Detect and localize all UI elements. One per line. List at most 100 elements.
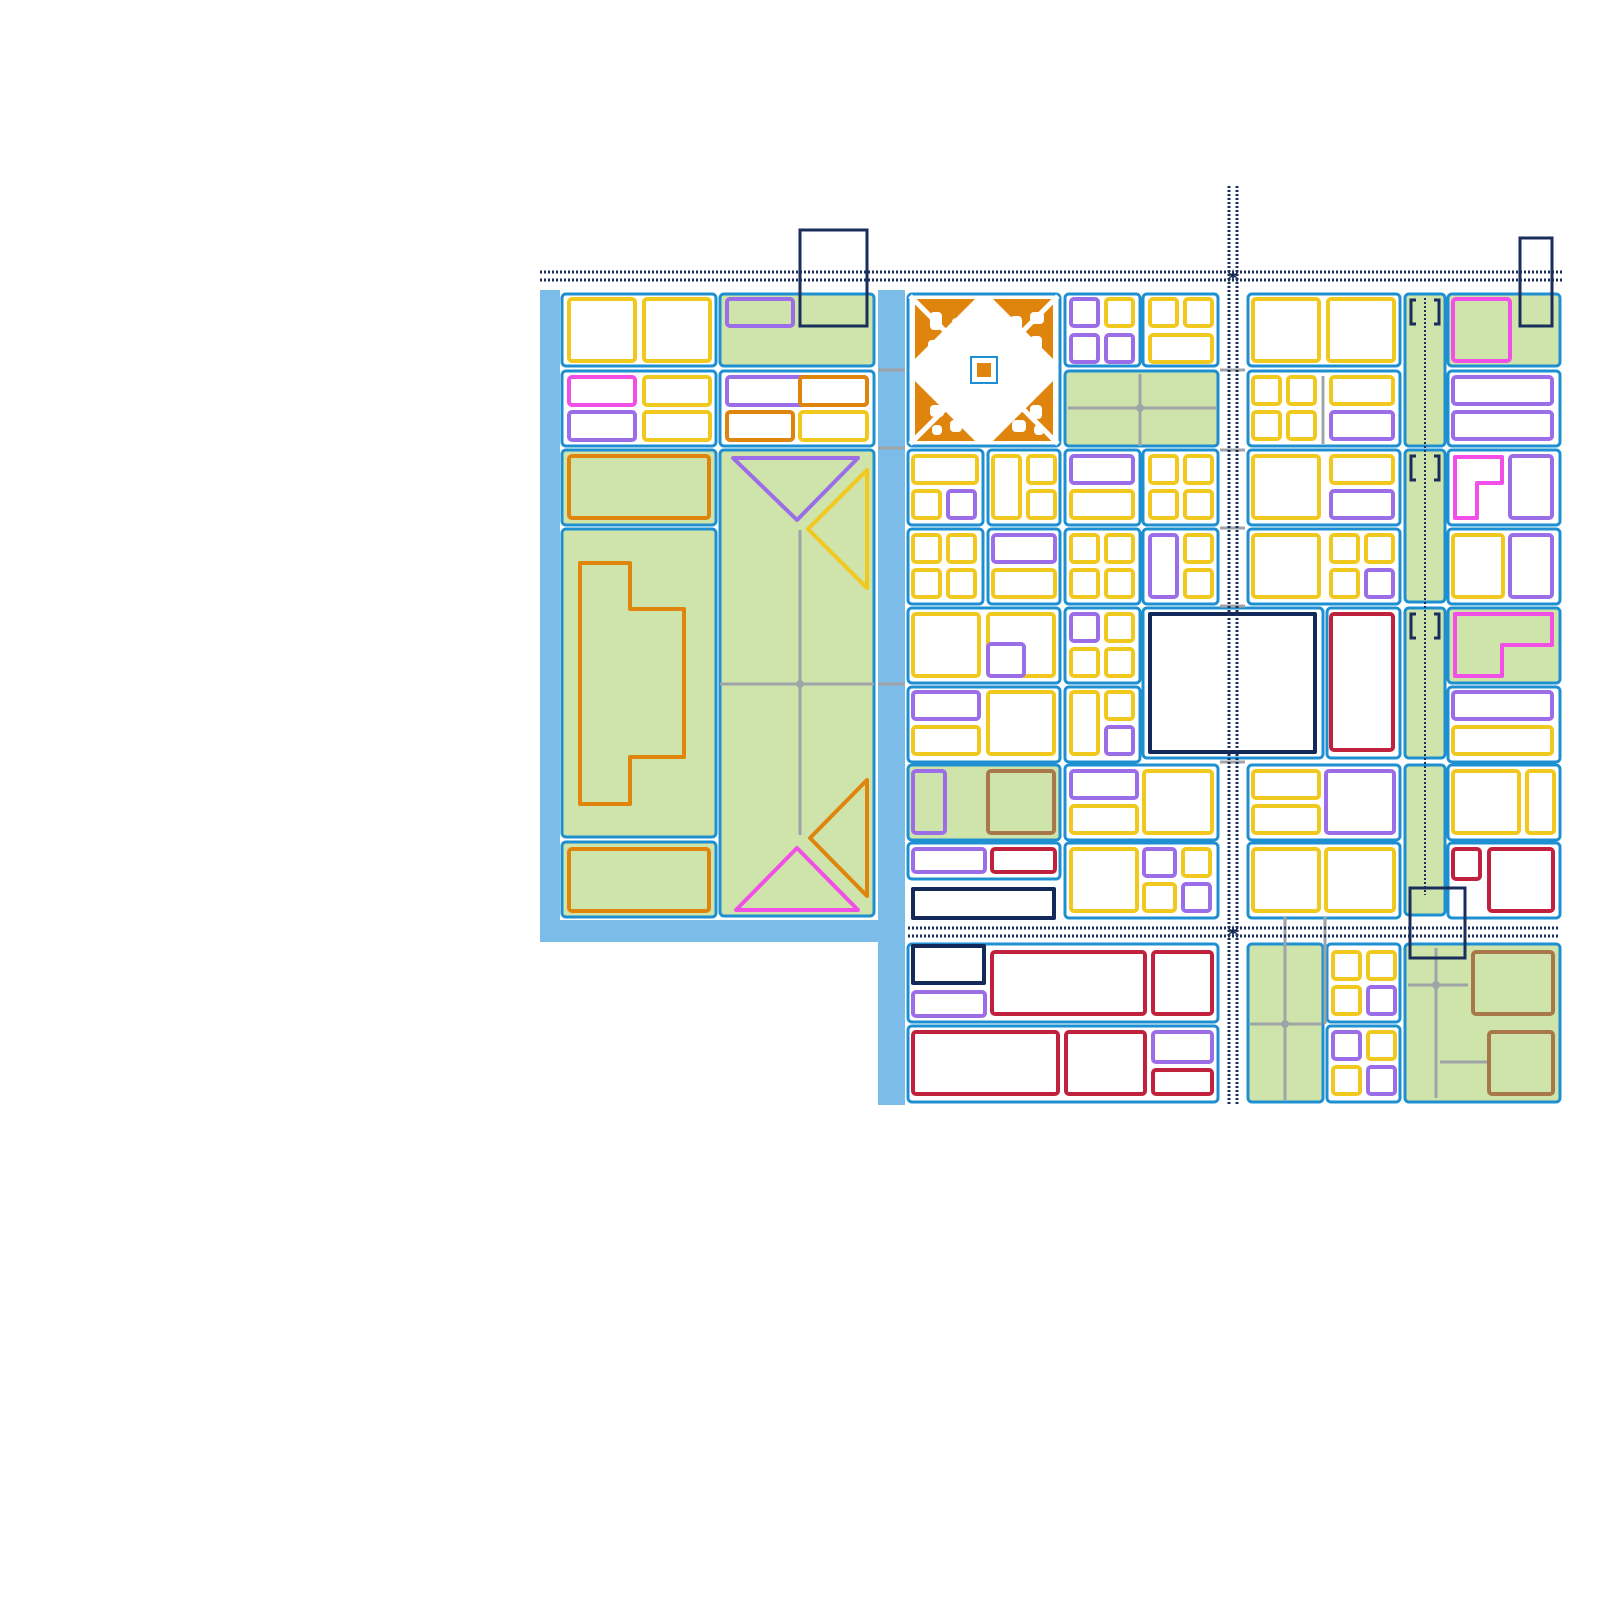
- residential-building: [1069, 647, 1100, 678]
- industrial-yard: [932, 425, 942, 435]
- civic-building: [1451, 847, 1482, 881]
- station-bracket-icon: [1408, 886, 1467, 960]
- residential-building: [1329, 568, 1360, 599]
- industrial-yard: [1030, 336, 1042, 350]
- city-block: [1446, 841, 1562, 920]
- city-block: [560, 369, 718, 448]
- city-block: [1141, 527, 1220, 606]
- mixed-use-building: [1331, 1030, 1362, 1061]
- residential-building: [986, 690, 1056, 756]
- station-bracket-icon: [1518, 236, 1554, 328]
- commercial-building: [1453, 455, 1504, 520]
- civic-building: [990, 950, 1147, 1016]
- residential-building: [642, 375, 712, 407]
- residential-building: [1331, 985, 1362, 1016]
- residential-building: [806, 468, 869, 590]
- city-block: [1446, 369, 1562, 448]
- residential-building: [1251, 804, 1321, 835]
- city-block: [1063, 841, 1220, 920]
- industrial-yard: [928, 340, 942, 352]
- residential-building: [1026, 454, 1057, 485]
- mixed-use-building: [1329, 410, 1395, 441]
- city-block: [1141, 292, 1220, 368]
- residential-building: [911, 725, 981, 756]
- residential-building: [1286, 410, 1317, 441]
- residential-building: [1251, 375, 1282, 406]
- station-bracket-icon: [1434, 612, 1441, 640]
- residential-building: [1148, 333, 1214, 364]
- civic-building: [911, 1030, 1060, 1096]
- residential-building: [911, 454, 979, 485]
- station-bracket-icon: [1409, 298, 1416, 326]
- residential-building: [1069, 690, 1100, 756]
- residential-building: [1104, 690, 1135, 721]
- park-block: [560, 448, 718, 527]
- path-node: [1281, 1020, 1289, 1028]
- residential-building: [1148, 454, 1179, 485]
- residential-building: [1525, 769, 1556, 835]
- residential-building: [1183, 454, 1214, 485]
- residential-building: [1104, 297, 1135, 328]
- industrial-yard: [1012, 420, 1026, 432]
- station-bracket-icon: [1409, 612, 1416, 640]
- mixed-use-building: [911, 847, 987, 874]
- residential-building: [1451, 533, 1505, 599]
- city-block: [1063, 763, 1220, 842]
- mixed-use-building: [1364, 568, 1395, 599]
- central-monument: [977, 363, 991, 377]
- residential-building: [911, 489, 942, 520]
- mixed-use-building: [1508, 454, 1554, 520]
- residential-building: [1251, 297, 1321, 363]
- residential-building: [1366, 1030, 1397, 1061]
- mixed-use-building: [1181, 882, 1212, 913]
- residential-building: [911, 568, 942, 599]
- residential-building: [1181, 847, 1212, 878]
- city-block: [986, 527, 1062, 606]
- mixed-use-building: [1142, 847, 1177, 878]
- railway-layer: ✶✶: [540, 186, 1562, 1105]
- residential-building: [1326, 297, 1396, 363]
- industrial-yard: [1010, 316, 1022, 332]
- residential-building: [946, 533, 977, 564]
- mixed-use-building: [1451, 690, 1554, 721]
- station-bracket-icon: [1434, 298, 1441, 326]
- path-node: [796, 680, 804, 688]
- city-block: [1325, 1024, 1402, 1104]
- residential-building: [1366, 950, 1397, 981]
- commercial-building: [1451, 297, 1512, 363]
- residential-building: [642, 410, 712, 442]
- park-block: [718, 292, 876, 368]
- residential-building: [1069, 489, 1135, 520]
- residential-building: [1331, 950, 1362, 981]
- residential-building: [1026, 489, 1057, 520]
- city-block: [986, 448, 1062, 527]
- city-block: [560, 292, 718, 368]
- landmark-building: [911, 944, 986, 985]
- mixed-use-building: [911, 769, 947, 835]
- mixed-use-building: [1151, 1030, 1214, 1064]
- civic-building: [1064, 1030, 1147, 1096]
- mixed-use-building: [1069, 454, 1135, 485]
- heritage-building: [1487, 1030, 1555, 1096]
- residential-building: [1251, 410, 1282, 441]
- city-block: [1063, 606, 1142, 685]
- rail-junction-icon: ✶: [1225, 922, 1240, 943]
- buildings-layer: [567, 294, 1556, 1096]
- city-block: [906, 527, 985, 606]
- industrial-building: [567, 454, 711, 520]
- residential-building: [1069, 804, 1139, 835]
- mixed-use-building: [946, 489, 977, 520]
- residential-building: [1104, 612, 1135, 643]
- mixed-use-building: [567, 410, 637, 442]
- city-block: [1063, 448, 1142, 527]
- industrial-building: [578, 561, 686, 806]
- residential-building: [1251, 847, 1321, 913]
- mixed-use-building: [986, 642, 1026, 678]
- mixed-use-building: [1069, 612, 1100, 643]
- mixed-use-building: [1366, 1065, 1397, 1096]
- residential-building: [1451, 769, 1521, 835]
- industrial-building: [567, 847, 711, 913]
- residential-building: [1148, 297, 1179, 328]
- residential-building: [1069, 568, 1100, 599]
- residential-building: [1183, 489, 1214, 520]
